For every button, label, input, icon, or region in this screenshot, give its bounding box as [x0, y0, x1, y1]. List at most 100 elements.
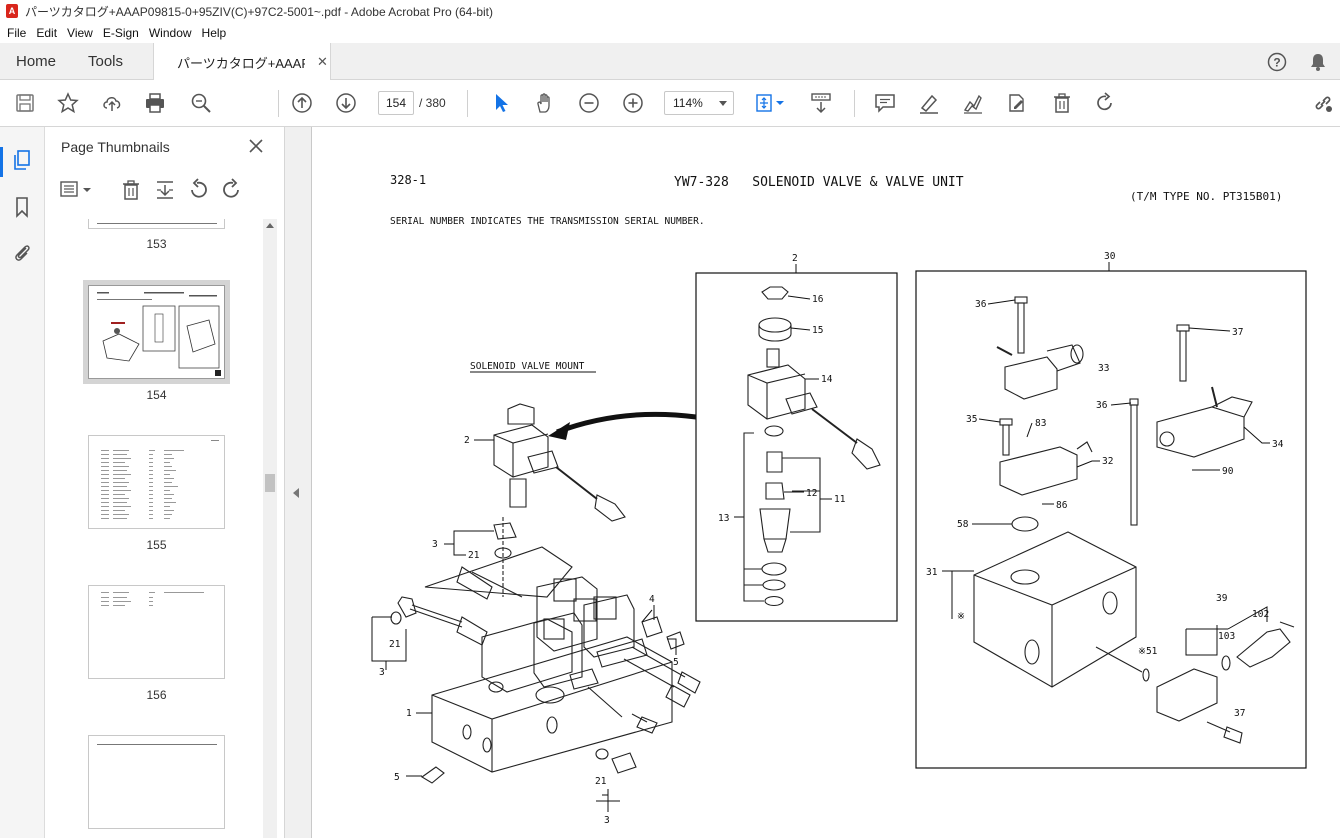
callout: 3	[432, 539, 438, 550]
callout: 37	[1232, 327, 1243, 338]
callout: 21	[389, 639, 401, 650]
toolbar-separator	[467, 90, 468, 117]
thumbnail-page-154[interactable]	[83, 280, 230, 384]
left-callouts: 2 3 21 3 21 1 5 4 5 21 3	[379, 435, 679, 826]
callout: 3	[604, 815, 610, 826]
highlight-icon[interactable]	[918, 92, 940, 114]
extract-page-icon[interactable]	[153, 178, 177, 202]
panel-title: Page Thumbnails	[61, 139, 170, 155]
tab-tools[interactable]: Tools	[88, 53, 124, 70]
title-bar: A パーツカタログ+AAAP09815-0+95ZIV(C)+97C2-5001…	[0, 0, 1340, 22]
callout: 30	[1104, 251, 1116, 262]
tab-home[interactable]: Home	[16, 53, 57, 70]
upload-icon[interactable]	[101, 92, 123, 114]
thumbnail-scrollbar[interactable]	[263, 219, 277, 838]
scroll-mode-icon[interactable]	[810, 92, 832, 114]
select-cursor-icon[interactable]	[490, 92, 512, 114]
callout: 15	[812, 325, 823, 336]
toolbar-separator	[278, 90, 279, 117]
solenoid-valve-mount-drawing	[390, 403, 701, 784]
help-icon[interactable]: ?	[1267, 52, 1287, 72]
callout: 102	[1252, 609, 1269, 620]
delete-page-icon[interactable]	[119, 178, 143, 202]
callout: 4	[649, 594, 655, 605]
toolbar-separator	[854, 90, 855, 117]
chevron-down-icon[interactable]	[774, 92, 786, 114]
thumbnail-list[interactable]: 153 154	[45, 219, 263, 838]
callout: 103	[1218, 631, 1235, 642]
left-navigation-rail	[0, 127, 45, 838]
save-icon[interactable]	[14, 92, 36, 114]
redo-icon[interactable]	[1094, 92, 1116, 114]
scroll-up-icon[interactable]	[266, 223, 274, 228]
thumbnail-label: 154	[146, 388, 167, 402]
menu-file[interactable]: File	[7, 25, 27, 40]
callout: 34	[1272, 439, 1284, 450]
page-up-icon[interactable]	[291, 92, 313, 114]
menu-esign[interactable]: E-Sign	[102, 25, 139, 40]
thumbnail-page-157[interactable]	[88, 735, 225, 829]
menu-help[interactable]: Help	[201, 25, 227, 40]
serial-note: SERIAL NUMBER INDICATES THE TRANSMISSION…	[390, 216, 705, 227]
close-icon[interactable]	[248, 138, 264, 154]
callout: 36	[1096, 400, 1108, 411]
print-icon[interactable]	[144, 92, 166, 114]
callout: 58	[957, 519, 969, 530]
callout: 16	[812, 294, 824, 305]
panel-collapse-handle[interactable]	[285, 127, 312, 838]
detail-box-valve-unit	[915, 270, 1307, 769]
thumbnail-label: 153	[146, 237, 167, 251]
tab-bar: Home Tools パーツカタログ+AAAP0... ✕ ?	[0, 43, 1340, 81]
right-leaders	[942, 299, 1270, 656]
tab-document[interactable]: パーツカタログ+AAAP0... ✕	[153, 43, 331, 81]
attachment-icon[interactable]	[11, 242, 33, 264]
callout: 86	[1056, 500, 1068, 511]
rotate-right-icon[interactable]	[220, 178, 244, 202]
sign-icon[interactable]	[962, 92, 984, 114]
zoom-in-icon[interactable]	[622, 92, 644, 114]
fit-page-icon[interactable]	[754, 92, 776, 114]
callout: 13	[718, 513, 729, 524]
callout: ※	[957, 611, 965, 622]
acrobat-pdf-icon: A	[6, 4, 18, 18]
callout: 5	[394, 772, 400, 783]
page-down-icon[interactable]	[335, 92, 357, 114]
hand-icon[interactable]	[534, 92, 556, 114]
right-callouts: 30 36 37 33 35 83 36 34 32 90 86 58 31 ※…	[926, 251, 1284, 719]
zoom-out-icon[interactable]	[578, 92, 600, 114]
close-tab-icon[interactable]: ✕	[317, 54, 328, 69]
edit-pdf-icon[interactable]	[1006, 92, 1028, 114]
zoom-level-select[interactable]: 114%	[664, 91, 734, 115]
zoom-level-value: 114%	[673, 96, 703, 110]
scrollbar-thumb[interactable]	[265, 474, 275, 492]
page-thumbnails-icon[interactable]	[11, 149, 33, 171]
rotate-left-icon[interactable]	[186, 178, 210, 202]
notification-bell-icon[interactable]	[1308, 52, 1328, 72]
thumbnail-page-153[interactable]	[88, 219, 225, 229]
share-link-icon[interactable]	[1312, 92, 1334, 114]
thumbnail-page-156[interactable]	[88, 585, 225, 679]
chevron-down-icon	[719, 101, 727, 106]
menu-view[interactable]: View	[67, 25, 93, 40]
page-number-input[interactable]: 154	[378, 91, 414, 115]
zoom-search-icon[interactable]	[190, 92, 212, 114]
bookmark-star-icon[interactable]	[57, 92, 79, 114]
thumbnail-content	[97, 223, 217, 224]
document-viewer[interactable]: 328-1 YW7-328 SOLENOID VALVE & VALVE UNI…	[312, 127, 1340, 838]
menu-edit[interactable]: Edit	[36, 25, 58, 40]
menu-bar: File Edit View E-Sign Window Help	[0, 22, 1340, 43]
delete-icon[interactable]	[1051, 92, 1073, 114]
collapse-left-icon[interactable]	[293, 488, 299, 498]
callout: 35	[966, 414, 977, 425]
callout: ※51	[1138, 646, 1158, 657]
callout: 2	[464, 435, 470, 446]
thumbnail-page-155[interactable]	[88, 435, 225, 529]
pointer-arrowhead	[548, 422, 570, 440]
menu-window[interactable]: Window	[148, 25, 192, 40]
document-tab-label: パーツカタログ+AAAP0...	[177, 55, 305, 71]
callout: 21	[468, 550, 480, 561]
page-total-count: / 380	[419, 96, 446, 110]
thumbnail-options-icon[interactable]	[59, 179, 95, 201]
bookmark-icon[interactable]	[11, 196, 33, 218]
comment-icon[interactable]	[874, 92, 896, 114]
